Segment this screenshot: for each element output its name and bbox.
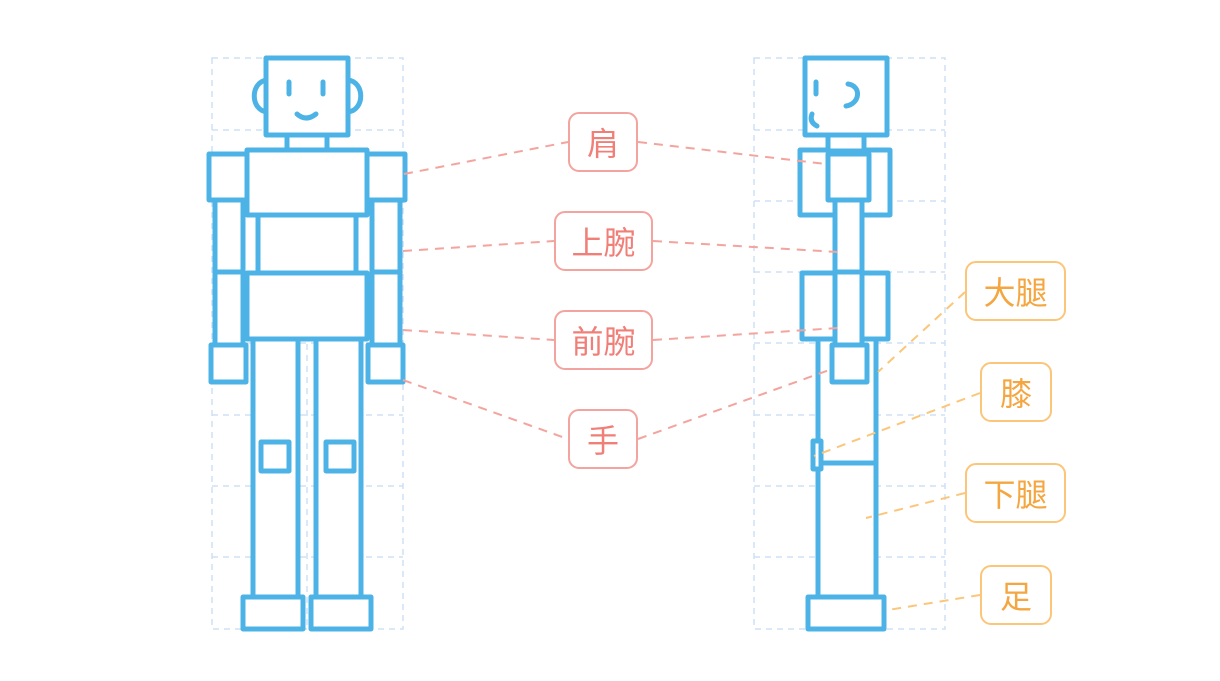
label-knee: 膝 — [980, 362, 1052, 422]
side-view-figure — [797, 55, 893, 632]
front-left-foot — [240, 594, 306, 632]
front-hips — [244, 270, 370, 342]
label-forearm: 前腕 — [554, 310, 653, 370]
side-mouth — [808, 111, 820, 129]
side-ear — [843, 81, 860, 109]
upper-leader-lines — [402, 141, 839, 440]
front-left-forearm — [212, 269, 246, 348]
front-left-knee — [258, 439, 292, 474]
front-right-knee — [323, 439, 357, 474]
leader-thigh — [877, 291, 966, 373]
label-upper-arm: 上腕 — [554, 211, 653, 271]
leader-forearm-front — [402, 329, 555, 341]
leader-hand-side — [637, 368, 833, 440]
leader-hand-front — [402, 379, 569, 440]
side-upper-arm — [832, 197, 865, 275]
leader-knee — [813, 392, 981, 457]
front-left-upper-arm — [212, 197, 246, 275]
label-foot: 足 — [980, 565, 1052, 625]
front-right-hand — [365, 342, 406, 385]
side-head — [802, 55, 890, 138]
label-thigh: 大腿 — [965, 261, 1066, 321]
front-right-shoulder — [362, 151, 408, 203]
leader-upper-arm-side — [652, 240, 839, 253]
front-waist — [255, 211, 359, 277]
leader-upper-arm-front — [402, 240, 555, 252]
label-lower-leg: 下腿 — [965, 463, 1066, 523]
label-hand: 手 — [568, 409, 638, 469]
front-right-upper-arm — [369, 197, 403, 275]
leader-shoulder-front — [403, 141, 569, 175]
side-shoulder — [825, 151, 872, 203]
side-foot — [805, 594, 887, 632]
front-right-foot — [308, 594, 374, 632]
side-knee-cap — [810, 438, 824, 472]
front-right-forearm — [369, 269, 403, 348]
front-left-shoulder — [206, 151, 252, 203]
leader-foot — [887, 594, 981, 611]
front-head — [263, 55, 351, 138]
front-left-hand — [208, 342, 249, 385]
front-right-ear — [345, 77, 364, 115]
label-shoulder: 肩 — [568, 112, 638, 172]
side-hand — [829, 342, 870, 385]
leader-lower-leg — [865, 492, 966, 519]
front-chest — [244, 147, 370, 218]
lower-leader-lines — [813, 291, 981, 611]
front-view-figure — [206, 55, 408, 632]
side-forearm — [832, 269, 865, 348]
front-mouth — [294, 111, 319, 121]
